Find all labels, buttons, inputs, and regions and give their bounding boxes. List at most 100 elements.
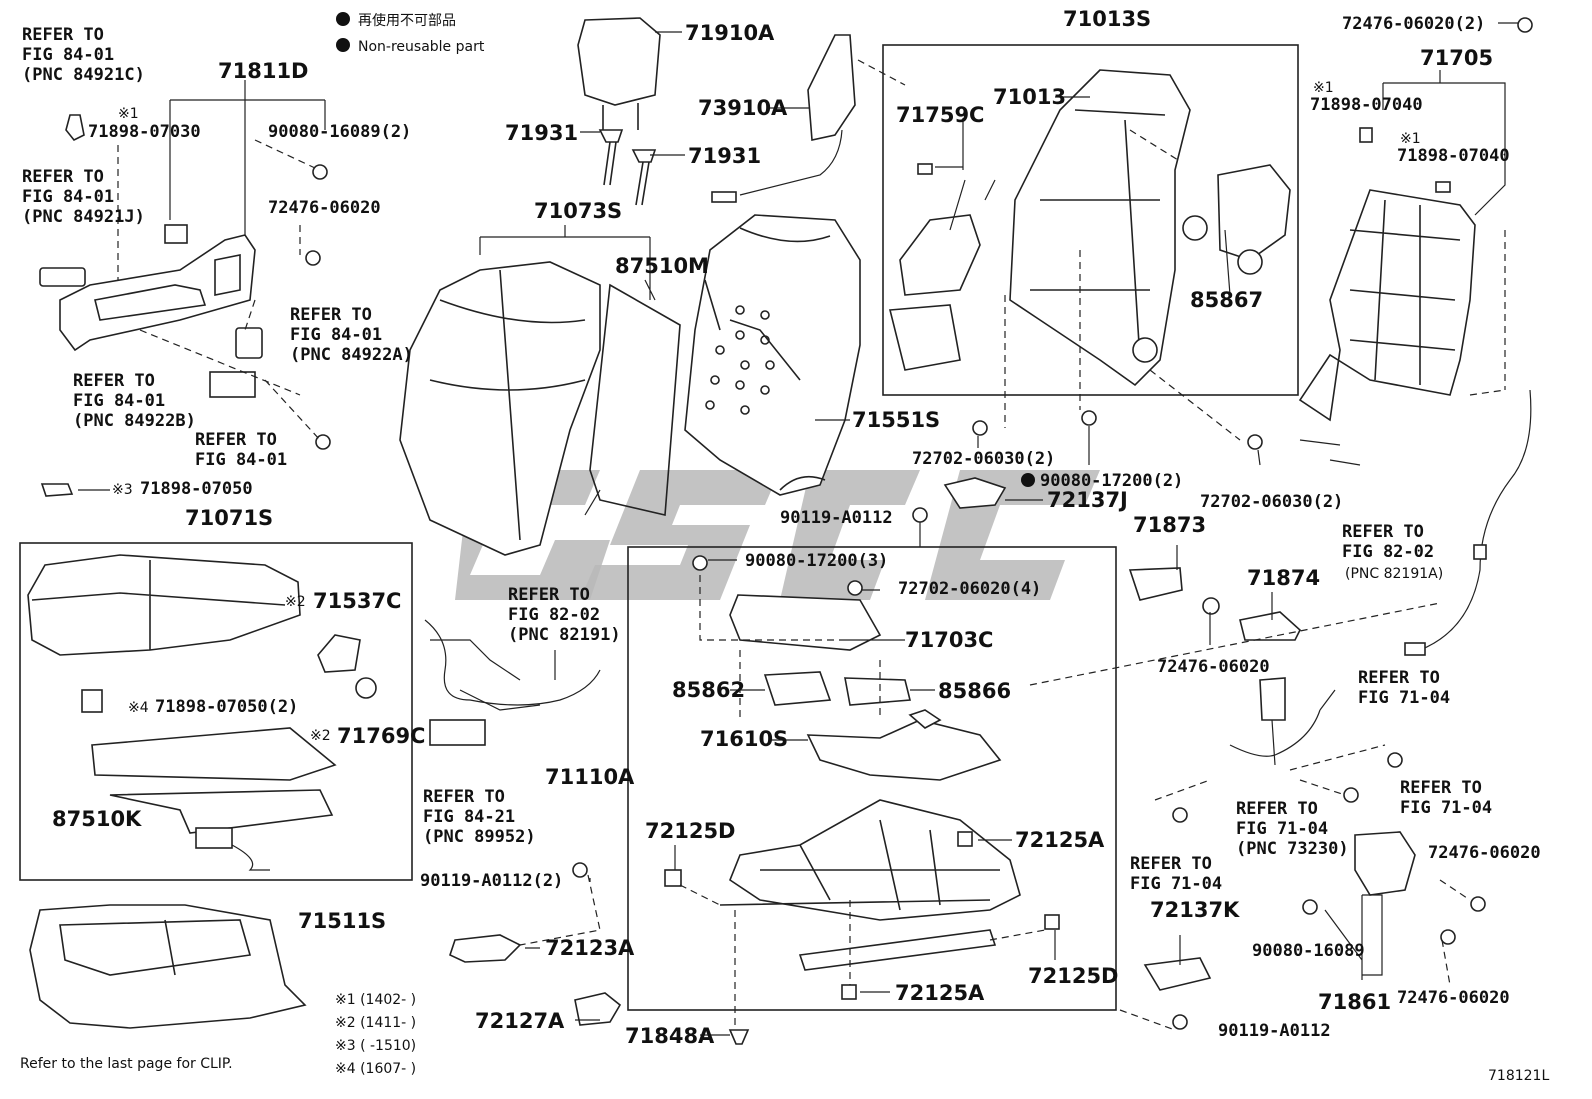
leader-lines-headrest — [580, 31, 906, 156]
figure-id: 718121L — [1488, 1068, 1549, 1084]
label-71110a: 71110A — [545, 765, 635, 789]
label-refer-84921c-3: (PNC 84921C) — [22, 65, 145, 85]
label-refer-7104-b2: FIG 71-04 — [1400, 798, 1492, 818]
label-71769c-mark: ※2 — [310, 728, 331, 744]
harness-parts — [424, 619, 601, 746]
right-side-parts — [1128, 389, 1532, 1030]
label-refer-7104-a1: REFER TO — [1358, 668, 1440, 688]
label-71898-07050-2: 71898-07050(2) — [155, 697, 298, 717]
label-72125a-b: 72125A — [895, 981, 985, 1005]
label-refer-84921j-1: REFER TO — [22, 167, 104, 187]
footnote-2: ※2 (1411- ) — [335, 1015, 416, 1031]
label-refer-7104-b1: REFER TO — [1400, 778, 1482, 798]
label-refer-84922a-2: FIG 84-01 — [290, 325, 382, 345]
label-72702-06030-2a: 72702-06030(2) — [912, 449, 1055, 469]
label-71898-07050-mark: ※3 — [112, 482, 133, 498]
seat-cushion-parts — [27, 554, 377, 871]
label-85867: 85867 — [1190, 288, 1263, 312]
side-shield-part — [39, 114, 331, 497]
label-refer-82191-3: (PNC 82191) — [508, 625, 621, 645]
seat-cushion-pad-part — [29, 904, 307, 1029]
label-71931-a: 71931 — [505, 121, 578, 145]
label-71898-07040-a: 71898-07040 — [1310, 95, 1423, 115]
label-refer-7104-c2: FIG 71-04 — [1130, 874, 1222, 894]
label-refer-84921j-2: FIG 84-01 — [22, 187, 114, 207]
label-72702-06030-2b: 72702-06030(2) — [1200, 492, 1343, 512]
label-refer-7104-a2: FIG 71-04 — [1358, 688, 1450, 708]
leader-lines-seatback-cover — [479, 225, 850, 421]
label-72125a-a: 72125A — [1015, 828, 1105, 852]
label-71511s: 71511S — [298, 909, 386, 933]
label-71898-07050: 71898-07050 — [140, 479, 253, 499]
non-reusable-dot-icon — [336, 38, 350, 52]
label-71759c: 71759C — [896, 103, 984, 127]
label-refer-89952-1: REFER TO — [423, 787, 505, 807]
label-71898-07030: 71898-07030 — [88, 122, 201, 142]
label-85866: 85866 — [938, 679, 1011, 703]
clip-note: Refer to the last page for CLIP. — [20, 1056, 233, 1072]
label-90080-17200-2: 90080-17200(2) — [1040, 471, 1183, 491]
label-72137j: 72137J — [1047, 488, 1128, 512]
leader-lines-right — [1029, 545, 1471, 1031]
label-72476-06020-a: 72476-06020 — [268, 198, 381, 218]
part-labels: REFER TO FIG 84-01 (PNC 84921C) 71811D ※… — [22, 7, 1541, 1048]
label-72125d-a: 72125D — [645, 819, 736, 843]
label-refer-82191-2: FIG 82-02 — [508, 605, 600, 625]
leader-lines-seatback-frame — [935, 96, 1241, 441]
non-reusable-dot-icon — [1021, 473, 1035, 487]
label-refer-84922b-3: (PNC 84922B) — [73, 411, 196, 431]
label-71551s: 71551S — [852, 408, 940, 432]
label-71898-07040-a-mark: ※1 — [1313, 80, 1334, 96]
label-refer-82191a-1: REFER TO — [1342, 522, 1424, 542]
label-refer-89952-2: FIG 84-21 — [423, 807, 515, 827]
label-90080-16089-2: 90080-16089(2) — [268, 122, 411, 142]
leader-lines-adjuster — [519, 522, 1056, 1036]
label-72123a: 72123A — [545, 936, 635, 960]
label-refer-84922a-1: REFER TO — [290, 305, 372, 325]
label-71848a: 71848A — [625, 1024, 715, 1048]
headrest-parts — [577, 17, 856, 206]
seatback-board-part — [1298, 17, 1533, 466]
label-90119-a0112-2: 90119-A0112(2) — [420, 871, 563, 891]
label-71703c: 71703C — [905, 628, 993, 652]
label-73910a: 73910A — [698, 96, 788, 120]
seat-adjuster-parts — [449, 507, 1060, 1045]
legend-jp: 再使用不可部品 — [358, 12, 456, 29]
label-refer-84921c-1: REFER TO — [22, 25, 104, 45]
label-71537c-mark: ※2 — [285, 594, 306, 610]
label-71874: 71874 — [1247, 566, 1320, 590]
label-refer-82191a-3: (PNC 82191A) — [1345, 566, 1443, 582]
label-87510m: 87510M — [615, 254, 709, 278]
label-refer-84922b-2: FIG 84-01 — [73, 391, 165, 411]
label-71873: 71873 — [1133, 513, 1206, 537]
seatback-foam-holes — [705, 305, 775, 415]
label-90080-16089: 90080-16089 — [1252, 941, 1365, 961]
label-71537c: 71537C — [313, 589, 401, 613]
footnote-3: ※3 ( -1510) — [335, 1038, 416, 1054]
label-refer-82191a-2: FIG 82-02 — [1342, 542, 1434, 562]
label-71898-07040-b: 71898-07040 — [1397, 146, 1510, 166]
label-refer-73230-3: (PNC 73230) — [1236, 839, 1349, 859]
label-refer-82191-1: REFER TO — [508, 585, 590, 605]
label-90080-17200-3: 90080-17200(3) — [745, 551, 888, 571]
label-71013s: 71013S — [1063, 7, 1151, 31]
label-refer-8401-2: FIG 84-01 — [195, 450, 287, 470]
label-refer-73230-2: FIG 71-04 — [1236, 819, 1328, 839]
leader-lines-seatback-board — [1382, 22, 1518, 396]
label-71610s: 71610S — [700, 727, 788, 751]
label-71898-07040-b-mark: ※1 — [1400, 131, 1421, 147]
label-refer-84922b-1: REFER TO — [73, 371, 155, 391]
seat-adjuster-box — [627, 546, 1117, 1011]
label-72125d-b: 72125D — [1028, 964, 1119, 988]
label-refer-84921j-3: (PNC 84921J) — [22, 207, 145, 227]
label-87510k: 87510K — [52, 807, 142, 831]
label-refer-89952-3: (PNC 89952) — [423, 827, 536, 847]
footnotes: ※1 (1402- ) ※2 (1411- ) ※3 ( -1510) ※4 (… — [335, 992, 416, 1077]
footnote-4: ※4 (1607- ) — [335, 1061, 416, 1077]
footnote-1: ※1 (1402- ) — [335, 992, 416, 1008]
label-72137k: 72137K — [1150, 898, 1240, 922]
seatback-frame-parts — [888, 69, 1291, 387]
label-85862: 85862 — [672, 678, 745, 702]
label-72476-06020-b: 72476-06020 — [1157, 657, 1270, 677]
